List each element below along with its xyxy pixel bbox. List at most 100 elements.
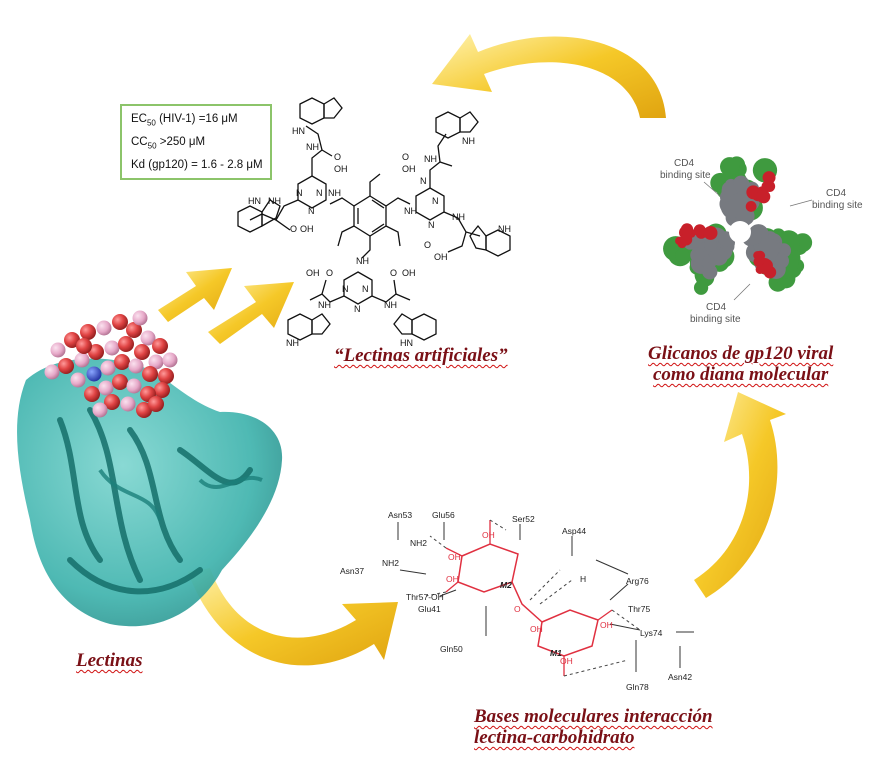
svg-text:O: O [334,152,341,162]
gp120-surface-blob [693,280,709,295]
ec50-subscript: 50 [146,118,156,128]
carbohydrate-sphere [118,336,134,352]
svg-text:CD4: CD4 [706,302,726,313]
svg-text:N: N [354,304,361,314]
svg-text:NH: NH [306,142,319,152]
gp120-surface-blob [690,247,705,263]
carbohydrate-sphere [104,340,120,356]
carbohydrate-sphere [132,310,148,326]
bound-carbohydrate-spheres [44,310,178,418]
svg-text:HN: HN [248,196,261,206]
gp120-central-cavity [729,221,751,243]
cc50-line: CC50 >250 μM [131,133,270,156]
svg-text:binding site: binding site [690,314,741,325]
svg-text:H: H [580,574,586,584]
svg-text:NH: NH [462,136,475,146]
caption-bases-line2: lectina-carbohidrato [474,727,635,748]
gp120-surface-blob [764,173,774,183]
carbohydrate-sphere [142,366,158,382]
carbohydrate-sphere [98,380,114,396]
svg-text:NH: NH [286,338,299,348]
svg-text:NH: NH [452,212,465,222]
carbohydrate-sphere [154,382,170,398]
carbohydrate-sphere [126,322,142,338]
cc50-label: CC [131,136,148,148]
svg-text:binding site: binding site [812,200,863,211]
gp120-trimer-structure [663,156,813,295]
ec50-line: EC50 (HIV-1) =16 μM [131,110,270,133]
svg-text:Thr75: Thr75 [628,604,650,614]
carbohydrate-sphere [88,344,104,360]
carbohydrate-sphere [80,324,96,340]
svg-text:OH: OH [434,252,448,262]
gp120-surface-blob [774,253,788,267]
caption-glicanos: Glicanos de gp120 viral como diana molec… [648,343,833,385]
carbohydrate-sphere [148,396,164,412]
cc50-subscript: 50 [147,141,157,151]
carbohydrate-sphere [136,402,152,418]
cycle-arrow-top [432,34,666,118]
caption-bases-moleculares: Bases moleculares interacción lectina-ca… [474,706,713,748]
svg-text:Asn42: Asn42 [668,672,692,682]
svg-text:Arg76: Arg76 [626,576,649,586]
activity-data-box: EC50 (HIV-1) =16 μM CC50 >250 μM Kd (gp1… [120,104,272,180]
carbohydrate-sphere [120,396,136,412]
caption-lectinas-artificiales: “Lectinas artificiales” [334,345,508,366]
svg-text:NH2: NH2 [410,538,427,548]
gp120-surface-blob [756,190,769,203]
svg-text:OH: OH [446,574,459,584]
svg-text:NH: NH [404,206,417,216]
svg-text:OH: OH [402,268,416,278]
svg-text:Asn37: Asn37 [340,566,364,576]
gp120-surface-blob [703,238,718,252]
caption-bases-line1: Bases moleculares interacción [474,706,713,727]
svg-text:M1: M1 [550,648,562,658]
carbohydrate-sphere [112,314,128,330]
svg-text:NH: NH [328,188,341,198]
gp120-surface-blob [684,224,693,233]
svg-text:binding site: binding site [660,170,711,181]
svg-text:O: O [290,224,297,234]
ec50-value: (HIV-1) =16 μM [155,113,238,125]
carbohydrate-sphere [70,372,86,388]
carbohydrate-sphere [92,402,108,418]
gp120-surface-blob [732,175,750,192]
caption-lectinas: Lectinas [76,650,143,671]
carbohydrate-sphere [86,366,102,382]
gp120-surface-blob [703,226,718,240]
svg-text:OH: OH [482,530,495,540]
carbohydrate-sphere [114,354,130,370]
svg-text:OH: OH [402,164,416,174]
carbohydrate-sphere [64,332,80,348]
svg-text:Gln78: Gln78 [626,682,649,692]
artificial-lectin-molecule [237,97,511,341]
carbohydrate-sphere [96,320,112,336]
gp120-surface-blob [753,256,765,268]
cycle-arrow-bottom [188,568,398,666]
gp120-surface-blob [720,157,740,177]
svg-text:CD4: CD4 [674,158,694,169]
carbohydrate-sphere [112,374,128,390]
carbohydrate-sphere [140,330,156,346]
molecule-atom-labels: NH O OH HN N N N NH NH O OH HN NH N N N … [248,126,511,348]
svg-text:OH: OH [306,268,320,278]
double-arrow-to-molecule [158,268,294,344]
gp120-surface-blob [728,193,746,212]
svg-text:OH: OH [448,552,461,562]
gp120-surface-blob [675,248,690,263]
carbohydrate-sphere [58,358,74,374]
svg-text:HN: HN [292,126,305,136]
carbohydrate-sphere [84,386,100,402]
carbohydrate-sphere [152,338,168,354]
svg-text:Glu41: Glu41 [418,604,441,614]
svg-text:O: O [390,268,397,278]
carbohydrate-sphere [148,354,164,370]
svg-text:N: N [342,284,349,294]
interaction-scheme [397,519,694,677]
carbohydrate-sphere [134,344,150,360]
svg-text:N: N [362,284,369,294]
svg-text:Lys74: Lys74 [640,628,663,638]
svg-text:N: N [316,188,323,198]
